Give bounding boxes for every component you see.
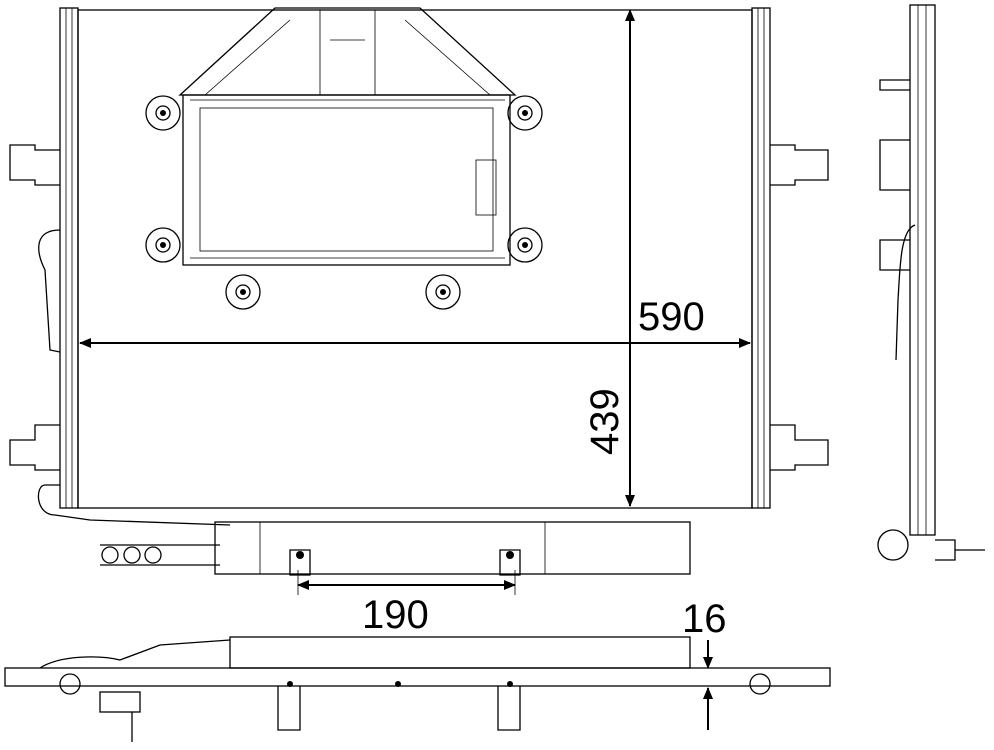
- dimension-height: 439: [583, 8, 635, 507]
- mounting-tabs: [9, 144, 829, 471]
- left-pipe: [38, 229, 61, 353]
- bottom-view: [4, 636, 831, 742]
- pipe-fittings: [100, 544, 220, 566]
- right-tank: [751, 7, 771, 509]
- side-view: [877, 4, 985, 561]
- bottom-receiver: [214, 521, 691, 575]
- dimension-bracket-spacing: 190: [297, 570, 516, 637]
- dimension-depth-label: 16: [682, 597, 727, 641]
- front-view: [9, 7, 829, 576]
- dimension-depth: 16: [682, 597, 727, 730]
- bottom-pipe: [37, 484, 231, 526]
- bolt-holes: [145, 95, 543, 310]
- left-tank: [59, 7, 79, 509]
- dimension-width-label: 590: [638, 295, 705, 339]
- condenser-core: [77, 9, 753, 509]
- module-bracket: [178, 7, 517, 266]
- dimension-height-label: 439: [583, 388, 627, 455]
- dimension-width: 590: [79, 295, 751, 348]
- dimension-bracket-spacing-label: 190: [362, 593, 429, 637]
- receiver-clips: [289, 549, 521, 576]
